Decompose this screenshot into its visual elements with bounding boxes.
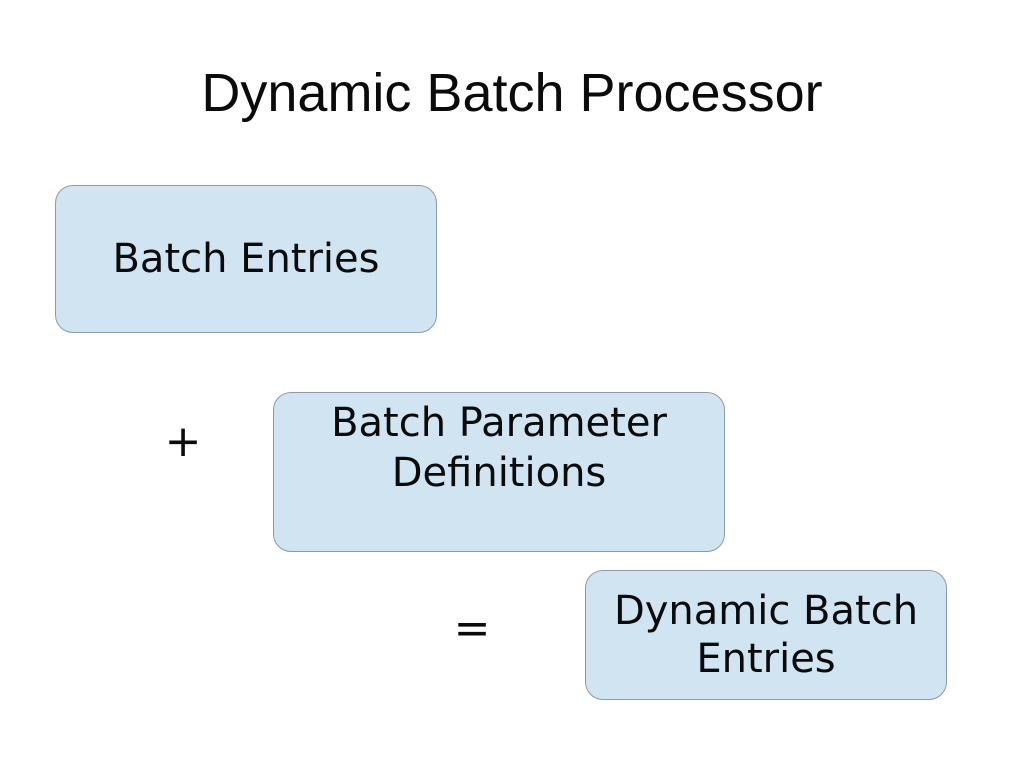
- box-batch-entries: Batch Entries: [55, 185, 437, 333]
- slide-title: Dynamic Batch Processor: [201, 63, 823, 123]
- box-dynamic-batch-entries-label: Dynamic Batch Entries: [613, 588, 919, 682]
- equals-operator: =: [453, 602, 491, 654]
- box-batch-parameter-definitions-label: Batch Parameter Definitions: [331, 400, 667, 496]
- box-batch-entries-label: Batch Entries: [112, 236, 380, 282]
- plus-operator: +: [164, 415, 202, 467]
- box-dynamic-batch-entries: Dynamic Batch Entries: [585, 570, 947, 700]
- box-batch-parameter-definitions: Batch Parameter Definitions: [273, 392, 725, 552]
